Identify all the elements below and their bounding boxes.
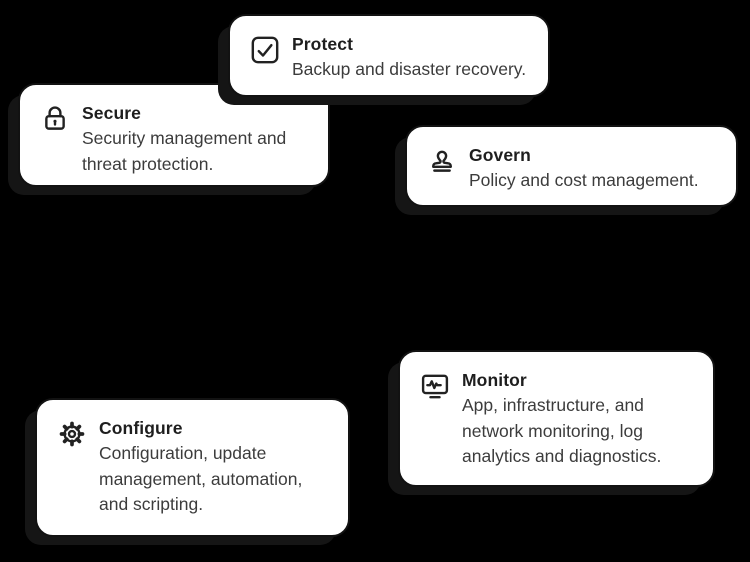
stamp-icon bbox=[425, 144, 459, 178]
card-text: Monitor App, infrastructure, and network… bbox=[462, 367, 661, 470]
card-text: Govern Policy and cost management. bbox=[469, 142, 699, 194]
lock-icon bbox=[38, 102, 72, 136]
card-title: Monitor bbox=[462, 370, 527, 390]
card-configure[interactable]: Configure Configuration, update manageme… bbox=[35, 398, 350, 537]
card-text: Protect Backup and disaster recovery. bbox=[292, 31, 526, 83]
card-title: Govern bbox=[469, 145, 531, 165]
card-govern[interactable]: Govern Policy and cost management. bbox=[405, 125, 738, 207]
card-description: Security management and threat protectio… bbox=[82, 128, 287, 174]
card-title: Protect bbox=[292, 34, 353, 54]
card-title: Secure bbox=[82, 103, 141, 123]
card-title: Configure bbox=[99, 418, 183, 438]
gear-icon bbox=[55, 417, 89, 451]
card-description: App, infrastructure, and network monitor… bbox=[462, 395, 662, 466]
card-description: Policy and cost management. bbox=[469, 170, 699, 190]
monitor-pulse-icon bbox=[418, 369, 452, 403]
card-text: Secure Security management and threat pr… bbox=[82, 100, 286, 177]
checkbox-check-icon bbox=[248, 33, 282, 67]
card-protect[interactable]: Protect Backup and disaster recovery. bbox=[228, 14, 550, 97]
card-secure[interactable]: Secure Security management and threat pr… bbox=[18, 83, 330, 187]
card-monitor[interactable]: Monitor App, infrastructure, and network… bbox=[398, 350, 715, 487]
card-description: Backup and disaster recovery. bbox=[292, 59, 527, 79]
card-description: Configuration, update management, automa… bbox=[99, 443, 303, 514]
card-text: Configure Configuration, update manageme… bbox=[99, 415, 302, 518]
